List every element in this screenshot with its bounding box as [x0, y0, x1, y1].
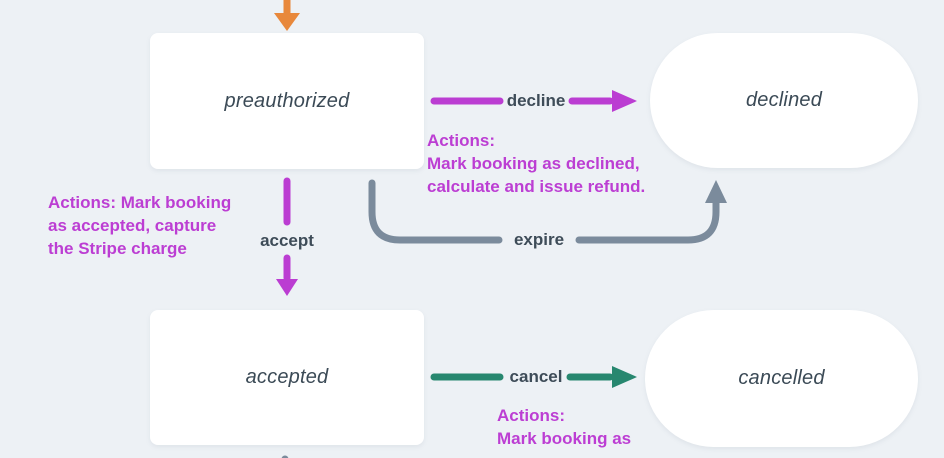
decline-actions-annotation: Actions: Mark booking as declined, calcu… [427, 129, 645, 198]
annotation-line: the Stripe charge [48, 239, 187, 258]
decline-arrowhead-icon [612, 90, 637, 112]
expire-arrowhead-icon [705, 180, 727, 203]
edge-label-cancel: cancel [509, 367, 563, 386]
annotation-line: as accepted, capture [48, 216, 217, 235]
annotation-line: calculate and issue refund. [427, 177, 646, 196]
state-label-preauthorized: preauthorized [224, 89, 350, 112]
accept-actions-annotation: Actions: Mark booking as accepted, captu… [48, 191, 231, 260]
annotation-line: Actions: [427, 131, 495, 150]
annotation-line: Mark booking as declined, [427, 154, 640, 173]
state-node-accepted: accepted [150, 310, 424, 445]
accept-arrowhead-icon [276, 279, 298, 296]
edge-label-expire: expire [513, 230, 565, 249]
state-label-accepted: accepted [245, 366, 329, 388]
state-node-cancelled: cancelled [645, 310, 918, 447]
edge-label-decline: decline [506, 91, 566, 110]
state-label-declined: declined [745, 89, 823, 111]
state-node-declined: declined [650, 33, 918, 168]
state-label-cancelled: cancelled [738, 367, 825, 389]
state-node-preauthorized: preauthorized [150, 33, 424, 169]
incoming-arrowhead-icon [274, 13, 300, 31]
annotation-line: Mark booking as [497, 429, 632, 448]
incoming-arrow [274, 0, 300, 31]
annotation-line: Actions: [497, 406, 565, 425]
cancel-actions-annotation: Actions: Mark booking as [497, 404, 631, 450]
annotation-line: Actions: Mark booking [48, 193, 232, 212]
edge-label-accept: accept [260, 231, 314, 250]
cancel-arrowhead-icon [612, 366, 637, 388]
